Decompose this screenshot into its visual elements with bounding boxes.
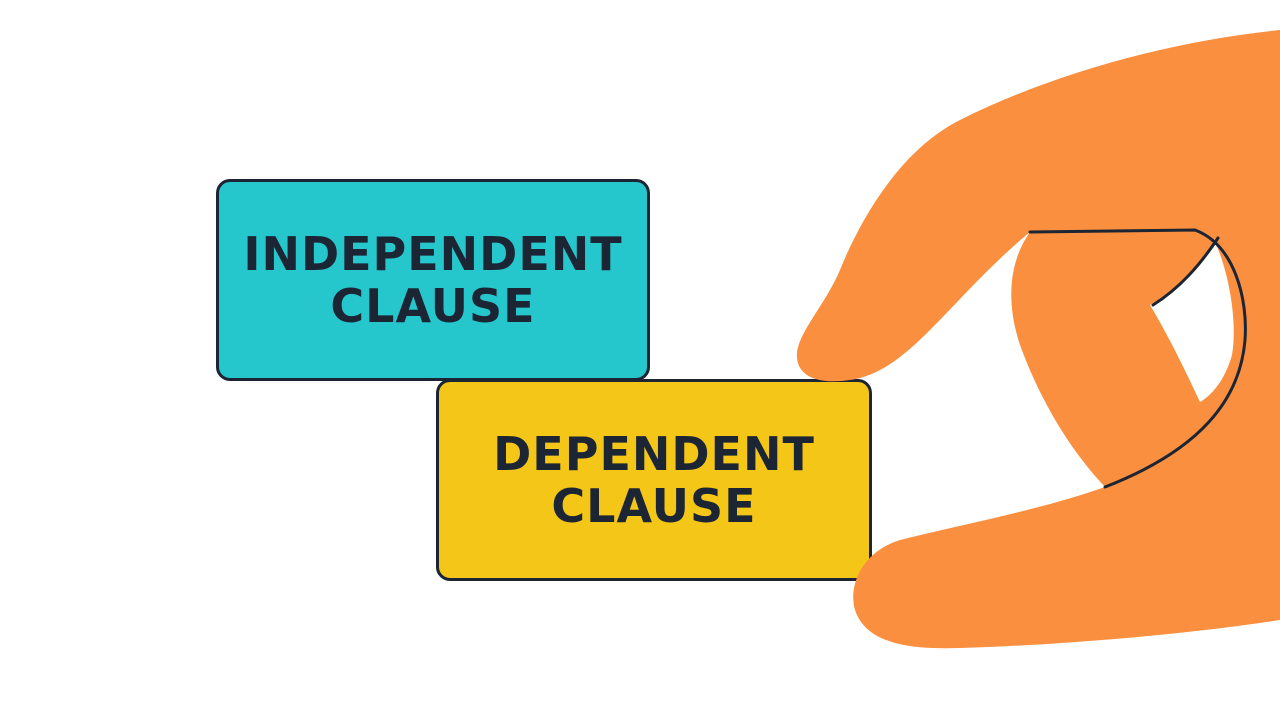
finger-gap-highlight <box>1150 242 1234 402</box>
independent-clause-label-line1: INDEPENDENT <box>243 227 623 281</box>
finger-outline-stroke <box>1028 228 1247 489</box>
independent-clause-label-line2: CLAUSE <box>330 279 536 333</box>
independent-clause-card: INDEPENDENT CLAUSE <box>216 179 650 381</box>
dependent-clause-label-line1: DEPENDENT <box>493 427 815 481</box>
fingernail-stroke <box>1151 236 1220 307</box>
dependent-clause-card: DEPENDENT CLAUSE <box>436 379 872 581</box>
hand-body-shape <box>796 30 1280 649</box>
dependent-clause-label-line2: CLAUSE <box>551 479 757 533</box>
